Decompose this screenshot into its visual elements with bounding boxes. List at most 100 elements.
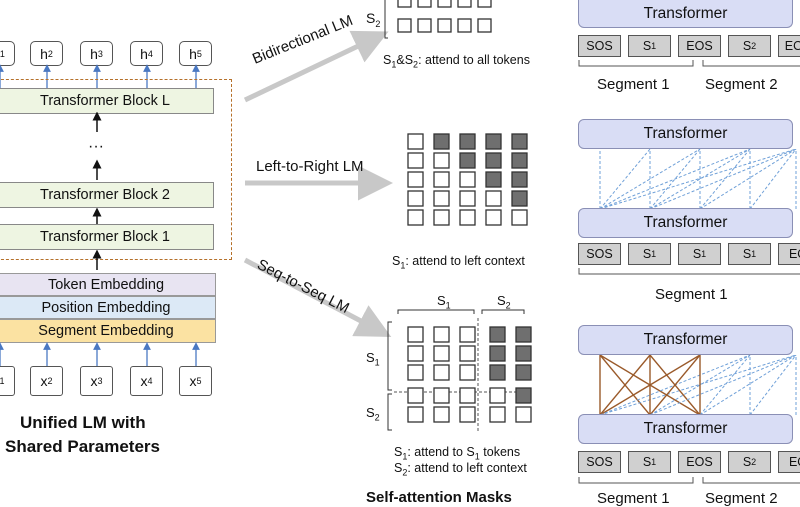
mask-cell-blocked	[515, 345, 532, 362]
masks-footer: Self-attention Masks	[366, 489, 512, 506]
mask-cell-open	[511, 209, 528, 226]
mask-cell-open	[407, 171, 424, 188]
mask-cell-open	[433, 209, 450, 226]
mask-cell-open	[407, 190, 424, 207]
l2r-caption: S1: attend to left context	[392, 254, 525, 271]
attention-line	[649, 149, 701, 209]
mask-cell-blocked	[515, 364, 532, 381]
transformer-bot-lower: Transformer	[578, 414, 793, 444]
s2s-row-label-2: S2	[366, 405, 380, 423]
attention-line	[699, 149, 751, 209]
mid-segment: Segment 1	[655, 286, 728, 303]
token-embedding: Token Embedding	[0, 273, 216, 296]
mask-cell-blocked	[485, 171, 502, 188]
mask-cell-open	[459, 209, 476, 226]
token: EOS	[778, 35, 800, 57]
token: SOS	[578, 243, 621, 265]
bot-segment-1: Segment 1	[597, 490, 670, 507]
top-segment-1: Segment 1	[597, 76, 670, 93]
token: SOS	[578, 35, 621, 57]
mask-cell-open	[459, 345, 476, 362]
mask-cell-blocked	[515, 326, 532, 343]
attention-line	[749, 355, 797, 415]
mask-cell-blocked	[511, 152, 528, 169]
mask-cell-blocked	[511, 171, 528, 188]
mask-cell-open	[407, 364, 424, 381]
mask-cell-open	[459, 326, 476, 343]
token: SOS	[578, 451, 621, 473]
segment-embedding: Segment Embedding	[0, 319, 216, 343]
mask-cell-open	[485, 209, 502, 226]
attention-line	[649, 149, 797, 209]
mask-cell-open	[433, 326, 450, 343]
mask-cell-open	[407, 209, 424, 226]
mask-cell-open	[433, 171, 450, 188]
mask-cell-open	[433, 364, 450, 381]
mask-cell-open	[407, 133, 424, 150]
attention-line	[599, 355, 797, 415]
attention-line	[699, 355, 797, 415]
left-caption-line2: Shared Parameters	[5, 437, 160, 456]
mask-cell-open	[407, 406, 424, 423]
mid-segment-bracket	[578, 268, 800, 275]
attention-line	[599, 149, 751, 209]
token: EOS	[678, 451, 721, 473]
mask-cell-blocked	[511, 133, 528, 150]
transformer-mid-upper: Transformer	[578, 119, 793, 149]
mask-cell-open	[459, 190, 476, 207]
bot-segment-brackets	[578, 477, 800, 484]
transformer-mid-lower: Transformer	[578, 208, 793, 238]
attention-line	[749, 149, 797, 209]
output-token: h1	[0, 41, 15, 66]
mask-cell-open	[433, 152, 450, 169]
bidir-row-label: S2	[366, 10, 381, 29]
token: EOS	[678, 35, 721, 57]
mask-cell-open	[433, 387, 450, 404]
shared-blocks-outline	[0, 79, 232, 260]
attention-line	[599, 149, 651, 209]
input-arrows	[0, 342, 200, 368]
attention-line	[699, 355, 751, 415]
position-embedding: Position Embedding	[0, 296, 216, 319]
bot-segment-2: Segment 2	[705, 490, 778, 507]
attention-line	[599, 149, 797, 209]
mask-cell-blocked	[511, 190, 528, 207]
transformer-bot-upper: Transformer	[578, 325, 793, 355]
s2s-col-label-1: S1	[437, 293, 451, 311]
attention-line	[649, 355, 751, 415]
mask-cell-open	[459, 364, 476, 381]
attention-line	[649, 149, 751, 209]
mask-cell-open	[459, 406, 476, 423]
mask-cell-open	[407, 387, 424, 404]
mask-cell-open	[459, 387, 476, 404]
mask-cell-blocked	[489, 345, 506, 362]
token: EO	[778, 451, 800, 473]
token: EO	[778, 243, 800, 265]
mask-cell-blocked	[485, 152, 502, 169]
mask-cell-blocked	[459, 133, 476, 150]
mask-cell-open	[489, 406, 506, 423]
transformer-block-2: Transformer Block 2	[0, 182, 214, 208]
mask-cell-blocked	[489, 364, 506, 381]
top-segment-brackets	[578, 60, 800, 67]
mask-cell-blocked	[485, 133, 502, 150]
mask-cell-blocked	[489, 326, 506, 343]
mask-cell-blocked	[433, 133, 450, 150]
mask-cell-open	[433, 345, 450, 362]
mask-cell-open	[433, 406, 450, 423]
mask-cell-open	[489, 387, 506, 404]
mask-cell-blocked	[515, 387, 532, 404]
mask-cell-blocked	[459, 152, 476, 169]
mask-cell-open	[407, 345, 424, 362]
